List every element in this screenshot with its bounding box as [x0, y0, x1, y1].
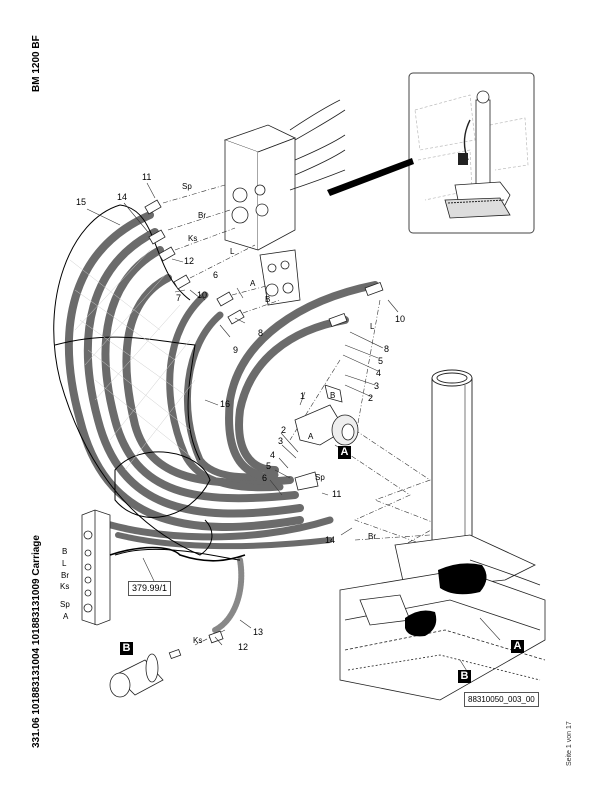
port-label-a: A: [250, 279, 256, 288]
callout-1: 1: [300, 391, 306, 401]
encoder-sensor: [109, 630, 224, 698]
valve-block: [223, 99, 346, 251]
reference-cable: [109, 546, 246, 562]
drawing-number: 88310050_003_00: [464, 692, 539, 707]
column: [431, 369, 473, 549]
block-port-b: B: [62, 547, 68, 556]
blackened-parts: [405, 563, 487, 637]
port-label-sp: Sp: [182, 182, 192, 191]
reference-box: 379.99/1: [128, 581, 172, 596]
port-label-br: Br: [198, 211, 206, 220]
port-block: [81, 509, 111, 626]
callout-16: 16: [220, 399, 231, 409]
callout-15: 15: [76, 197, 87, 207]
port-label-a-motor: A: [308, 432, 314, 441]
reference-leader: [142, 557, 156, 584]
callout-leaders: [86, 182, 501, 677]
crawler-carriage: [339, 534, 546, 701]
callout-3-right: 3: [374, 381, 380, 391]
callout-7: 7: [176, 293, 182, 303]
sleeve-mesh: [69, 249, 196, 471]
block-port-a: A: [63, 612, 69, 621]
overview-inset: [408, 72, 535, 234]
callout-5-left: 5: [266, 461, 272, 471]
valve-block-lower: [259, 249, 301, 306]
callout-8-left: 8: [258, 328, 264, 338]
callout-3-left: 3: [278, 436, 284, 446]
callout-9: 9: [233, 345, 239, 355]
detail-badge-b-carriage: B: [458, 670, 471, 683]
callout-12-bottom: 12: [238, 642, 249, 652]
block-port-br: Br: [61, 571, 69, 580]
callout-2-left: 2: [281, 425, 287, 435]
block-port-ks: Ks: [60, 582, 70, 591]
callout-10-right: 10: [395, 314, 406, 324]
leader-arrow: [327, 158, 414, 196]
callout-14-bottom: 14: [325, 535, 336, 545]
port-label-b: B: [265, 295, 271, 304]
callout-11-top: 11: [142, 172, 152, 182]
detail-badge-a-carriage: A: [511, 640, 524, 653]
callout-5-right: 5: [378, 356, 384, 366]
protective-sleeve: [53, 204, 241, 561]
callout-4-right: 4: [376, 368, 382, 378]
port-label-l: L: [230, 247, 235, 256]
block-port-l: L: [62, 559, 67, 568]
port-label-br-lower: Br: [368, 532, 376, 541]
callout-6-top: 6: [213, 270, 219, 280]
callout-6-left: 6: [262, 473, 268, 483]
detail-badge-b-encoder: B: [120, 642, 133, 655]
port-label-l-motor: L: [370, 322, 375, 331]
callout-11-bottom: 11: [332, 489, 342, 499]
detail-badge-a-motor: A: [338, 446, 351, 459]
port-label-ks-lower: Ks: [193, 636, 203, 645]
port-label-ks: Ks: [188, 234, 198, 243]
callout-13: 13: [253, 627, 264, 637]
callout-4-left: 4: [270, 450, 276, 460]
block-port-sp: Sp: [60, 600, 70, 609]
hydraulic-motor: [294, 384, 359, 491]
callout-14-top: 14: [117, 192, 128, 202]
connection-lines: [162, 184, 441, 646]
port-label-b-motor: B: [330, 391, 336, 400]
callout-8-right: 8: [384, 344, 390, 354]
callout-10-left: 10: [197, 290, 208, 300]
port-label-sp-motor: Sp: [315, 473, 325, 482]
callout-12-top: 12: [184, 256, 195, 266]
hose-fittings: [144, 199, 384, 328]
callout-2-right: 2: [368, 393, 374, 403]
